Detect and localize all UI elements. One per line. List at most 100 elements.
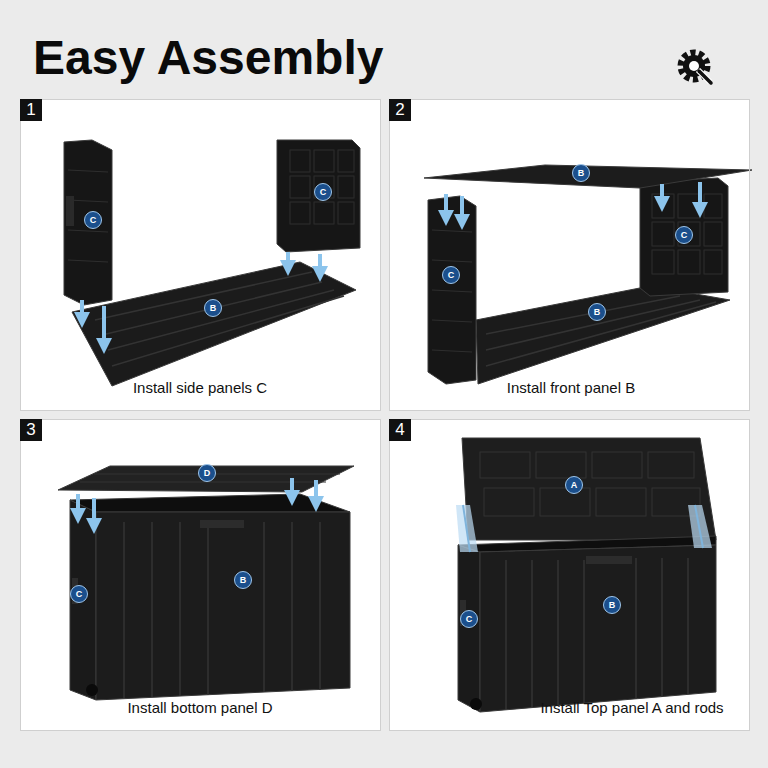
- illustration-part: [698, 70, 710, 82]
- page-title: Easy Assembly: [33, 30, 383, 85]
- callout-letter: C: [460, 610, 478, 628]
- illustration-part: [68, 260, 108, 262]
- illustration-part: [108, 290, 334, 350]
- illustration-part: [68, 170, 108, 172]
- illustration-part: [458, 545, 480, 712]
- illustration-part: [389, 99, 750, 411]
- illustration-part: [583, 560, 585, 703]
- illustration-part: [456, 505, 478, 552]
- illustration-part: [290, 176, 310, 198]
- callout-letter: C: [70, 585, 88, 603]
- illustration-part: [200, 520, 244, 528]
- illustration-part: [102, 306, 106, 346]
- illustration-part: [531, 560, 533, 707]
- illustration-part: [704, 222, 722, 246]
- illustration-part: [151, 522, 153, 697]
- illustration-part: [314, 480, 318, 504]
- callout-letter: C: [675, 226, 693, 244]
- illustration-part: [389, 419, 750, 731]
- illustration-part: [290, 478, 294, 498]
- illustration-part: [648, 452, 694, 478]
- illustration-part: [66, 196, 74, 226]
- illustration-part: [82, 252, 320, 346]
- illustration-part: [557, 560, 559, 705]
- callout-letter: B: [204, 299, 222, 317]
- callout-letter: B: [588, 303, 606, 321]
- illustration-part: [102, 282, 322, 335]
- illustration-part: [446, 182, 700, 222]
- illustration-part: [20, 419, 381, 731]
- illustration-part: [486, 302, 716, 366]
- illustration-part: [70, 494, 350, 512]
- illustration-part: [462, 438, 716, 540]
- illustration-part: [424, 165, 752, 188]
- illustration-part: [586, 556, 632, 564]
- illustration-part: [704, 250, 722, 274]
- callout-letter: A: [565, 476, 583, 494]
- illustration-part: [80, 482, 326, 483]
- step1-drawing: [64, 140, 360, 386]
- step-panel: 1Install side panels CCCB: [20, 99, 381, 411]
- illustration-part: [463, 505, 470, 552]
- illustration-part: [486, 300, 700, 350]
- illustration-part: [76, 494, 80, 516]
- illustration-part: [124, 522, 320, 698]
- illustration-part: [95, 272, 312, 320]
- illustration-part: [432, 230, 472, 232]
- illustration-part: [695, 505, 703, 548]
- illustration-part: [689, 61, 699, 71]
- illustration-part: [86, 684, 98, 696]
- illustration-part: [536, 452, 586, 478]
- callout-letter: B: [234, 571, 252, 589]
- callout-letter: D: [198, 464, 216, 482]
- illustration-part: [291, 522, 293, 691]
- illustration-part: [470, 698, 482, 710]
- panel-grounds: [20, 99, 750, 731]
- illustration-part: [314, 202, 334, 224]
- illustration-part: [432, 350, 472, 352]
- step-panel: 4Install Top panel A and rodsACB: [389, 419, 750, 731]
- step-caption: Install front panel B: [507, 379, 635, 396]
- illustration-part: [68, 230, 108, 232]
- illustration-part: [123, 522, 125, 698]
- illustration-part: [94, 474, 340, 475]
- callout-letter: C: [442, 266, 460, 284]
- illustration-part: [64, 140, 112, 305]
- illustration-part: [592, 452, 642, 478]
- illustration-part: [596, 488, 646, 516]
- illustration-part: [480, 545, 716, 712]
- illustration-part: [476, 286, 730, 384]
- illustration-part: [78, 478, 316, 526]
- illustration-part: [678, 194, 700, 218]
- illustration-part: [704, 194, 722, 218]
- illustration-part: [286, 252, 290, 268]
- illustration-part: [112, 296, 344, 366]
- illustration-part: [96, 512, 350, 700]
- illustration-part: [20, 99, 381, 411]
- step-number: 2: [389, 99, 411, 121]
- illustration-part: [480, 452, 530, 478]
- illustration-part: [652, 250, 674, 274]
- step-caption: Install Top panel A and rods: [540, 699, 723, 716]
- callout-letter: C: [84, 211, 102, 229]
- illustration-part: [95, 272, 344, 366]
- illustration-part: [660, 184, 664, 204]
- illustration-part: [432, 320, 472, 322]
- step-number: 4: [389, 419, 411, 441]
- illustration-part: [72, 262, 356, 386]
- illustration-part: [640, 178, 728, 296]
- illustration-part: [698, 182, 702, 210]
- illustration-part: [314, 150, 334, 172]
- illustration-part: [318, 254, 322, 274]
- illustration-part: [480, 452, 700, 516]
- illustration-part: [506, 558, 688, 709]
- step-panel: 3Install bottom panel DDCB: [20, 419, 381, 731]
- illustration-part: [540, 488, 590, 516]
- illustration-part: [428, 196, 476, 384]
- illustration-part: [678, 250, 700, 274]
- illustration-part: [290, 202, 310, 224]
- step-number: 3: [20, 419, 42, 441]
- step-caption: Install side panels C: [133, 379, 267, 396]
- illustration-part: [263, 522, 265, 692]
- step3-drawing: [58, 466, 354, 700]
